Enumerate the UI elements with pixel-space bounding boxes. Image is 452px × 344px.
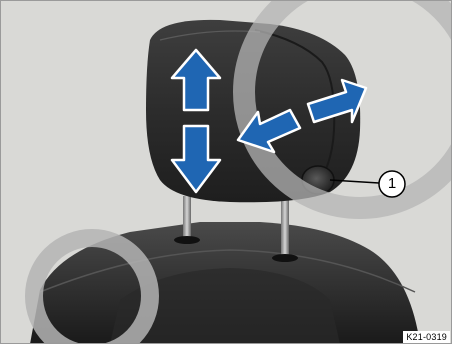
headrest-rod-right bbox=[281, 196, 289, 256]
image-code: K21-0319 bbox=[403, 331, 450, 343]
headrest-rod-left bbox=[183, 196, 191, 238]
callout-number: 1 bbox=[380, 172, 404, 196]
